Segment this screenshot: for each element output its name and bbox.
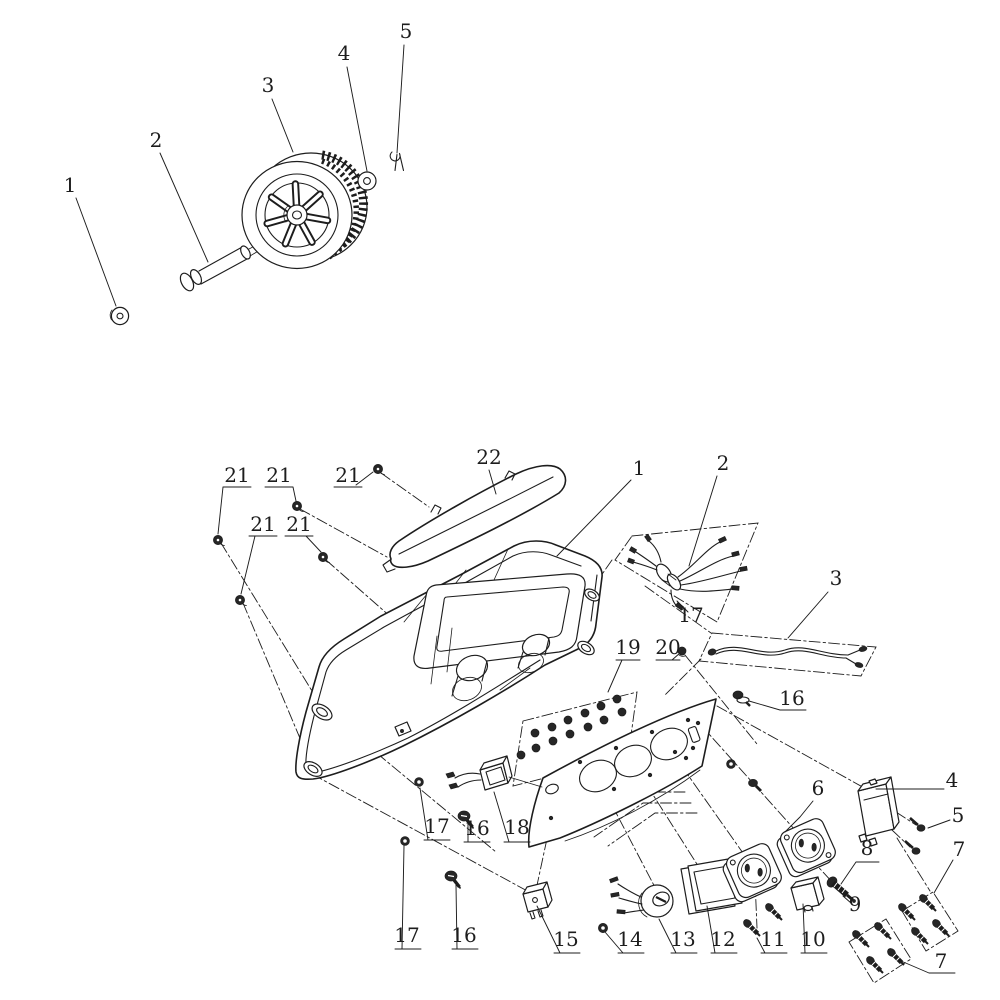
callout-7-right: 7 [953, 837, 966, 861]
housing [295, 540, 603, 781]
control-panel-assembly: 21 21 21 21 21 22 1 2 3 17 19 20 16 17 1… [212, 445, 966, 984]
rocker-switch [445, 755, 543, 791]
callout-17-lower: 17 [394, 923, 419, 947]
callout-11: 11 [760, 927, 785, 951]
callout-12: 12 [710, 927, 735, 951]
callout-20: 20 [655, 635, 680, 659]
plug-8-9 [826, 876, 856, 903]
callout-21-d: 21 [250, 512, 275, 536]
callout-19: 19 [615, 635, 640, 659]
screw-group-7-bottom [848, 918, 912, 984]
callout-10: 10 [800, 927, 825, 951]
callout-15: 15 [553, 927, 578, 951]
callout-4-wheel: 4 [338, 41, 351, 65]
screws-5 [904, 817, 926, 855]
callout-16-upper: 16 [464, 816, 489, 840]
wheel [241, 150, 369, 270]
callout-21-b: 21 [266, 463, 291, 487]
callout-21-a: 21 [224, 463, 249, 487]
panel-leader-lines [217, 469, 956, 974]
callout-16-lower: 16 [451, 923, 476, 947]
cotter-pin [389, 151, 405, 172]
ignition-switch [609, 876, 674, 918]
axle-bolt [179, 240, 268, 292]
wheel-spokes [263, 180, 332, 248]
wire-harness [614, 522, 759, 623]
circuit-breaker [857, 776, 900, 847]
callout-17-upper: 17 [424, 814, 449, 838]
callout-3-wheel: 3 [262, 73, 275, 97]
switch-15 [522, 881, 553, 920]
panel-plate [527, 698, 717, 848]
callout-14: 14 [617, 927, 642, 951]
screw-group-7-right [897, 892, 959, 952]
housing-mount-bosses [303, 588, 600, 777]
callout-7-bottom: 7 [935, 949, 948, 973]
housing-interior [394, 627, 551, 737]
washer-screw-pair [726, 759, 762, 792]
cable-assembly [698, 632, 877, 677]
callout-1-wheel: 1 [64, 173, 77, 197]
callout-5-wheel: 5 [400, 19, 413, 43]
callout-21-c: 21 [335, 463, 360, 487]
hub-cap-washer [109, 306, 130, 326]
callout-22: 22 [476, 445, 501, 469]
callout-21-e: 21 [286, 512, 311, 536]
callout-1-housing: 1 [633, 456, 646, 480]
callout-2-wheel: 2 [150, 128, 163, 152]
nut-14 [598, 923, 608, 933]
wheel-leader-lines [75, 44, 405, 307]
callout-5: 5 [952, 803, 965, 827]
callout-3-cable: 3 [830, 566, 843, 590]
flat-washer [357, 171, 377, 191]
top-cover [382, 464, 567, 573]
callout-2-harness: 2 [717, 451, 730, 475]
relay-10 [790, 876, 825, 913]
callout-13: 13 [670, 927, 695, 951]
bolt-16-right [732, 690, 751, 707]
callout-4: 4 [946, 768, 959, 792]
callout-17-harness: 17 [678, 603, 703, 627]
callout-6: 6 [812, 776, 825, 800]
callout-8: 8 [861, 836, 874, 860]
callout-16-right: 16 [779, 686, 804, 710]
wheel-assembly: 1 2 3 4 5 [64, 19, 413, 326]
callout-9: 9 [849, 892, 862, 916]
callout-18: 18 [504, 815, 529, 839]
